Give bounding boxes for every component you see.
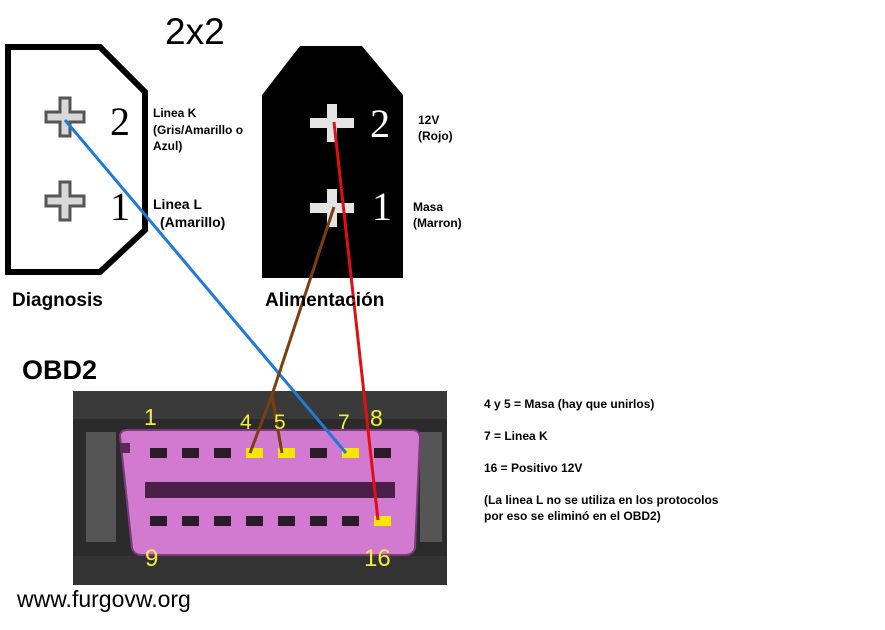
diagnosis-pin-2-terminal [44,96,86,138]
obd2-bottom-pin-row [150,516,391,526]
obd2-pin-label-4: 4 [240,411,252,434]
diagnosis-pin-1-terminal [44,180,86,222]
obd2-pin-socket-2 [182,448,199,458]
power-pin-2-description-line-1: 12V [418,113,440,127]
obd2-pin-socket-11 [214,516,231,526]
power-label: Alimentación [265,290,385,311]
obd2-pin-label-7: 7 [338,411,350,434]
obd2-connector-photo [73,391,447,585]
obd2-pin-socket-13 [278,516,295,526]
power-pin-1-description-line-2: (Marron) [413,216,462,230]
power-connector [262,46,403,278]
obd2-pin-socket-5 [278,448,295,458]
obd2-pin-label-1: 1 [144,404,157,430]
obd2-pin-socket-14 [310,516,327,526]
obd2-pin-socket-9 [150,516,167,526]
note-positive: 16 = Positivo 12V [484,461,583,475]
power-pin-1-number: 1 [372,184,392,229]
diagnosis-pin-1-number: 1 [110,184,130,229]
diagnosis-label: Diagnosis [12,290,103,311]
obd2-pin-label-5: 5 [274,411,286,434]
diagnosis-pin-2-description-line-3: Azul) [153,139,183,153]
obd2-pin-label-8: 8 [370,405,383,431]
power-pin-1-terminal [310,189,354,227]
power-pin-1-description-line-1: Masa [413,200,444,214]
obd2-pin-socket-8 [374,448,391,458]
page-title: 2x2 [165,11,225,52]
obd2-pin-socket-6 [310,448,327,458]
wire-masa-branch [270,394,284,454]
obd2-pin-socket-3 [214,448,231,458]
watermark: www.furgovw.org [17,586,191,612]
note-linea-l-line-1: (La linea L no se utiliza en los protoco… [484,493,719,507]
note-linea-l-line-2: por eso se eliminó en el OBD2) [484,509,661,523]
diagnosis-pin-2-description-line-1: Linea K [153,106,197,120]
note-ground: 4 y 5 = Masa (hay que unirlos) [484,397,655,411]
wire-12v [332,121,380,521]
power-pin-2-description-line-2: (Rojo) [418,129,453,143]
obd2-pin-label-9: 9 [145,545,159,572]
wire-linea-k [63,119,348,454]
obd2-pin-socket-15 [342,516,359,526]
diagnosis-pin-1-description-line-1: Linea L [153,196,203,212]
note-linea-k: 7 = Linea K [484,429,548,443]
diagnosis-pin-2-number: 2 [110,99,130,144]
obd2-pin-socket-4 [246,448,263,458]
diagnosis-connector [5,44,148,275]
obd2-top-pin-row [150,448,391,458]
obd2-label: OBD2 [22,355,98,385]
obd2-pin-label-16: 16 [364,545,391,572]
obd2-pin-socket-1 [150,448,167,458]
obd2-pin-socket-12 [246,516,263,526]
obd2-pin-socket-7 [342,448,359,458]
obd2-pin-socket-16 [374,516,391,526]
diagnosis-pin-2-description-line-2: (Gris/Amarillo o [153,123,244,137]
diagnosis-pin-1-description-line-2: (Amarillo) [160,214,226,230]
power-pin-2-number: 2 [370,101,390,146]
power-pin-2-terminal [310,104,354,142]
obd2-pin-socket-10 [182,516,199,526]
